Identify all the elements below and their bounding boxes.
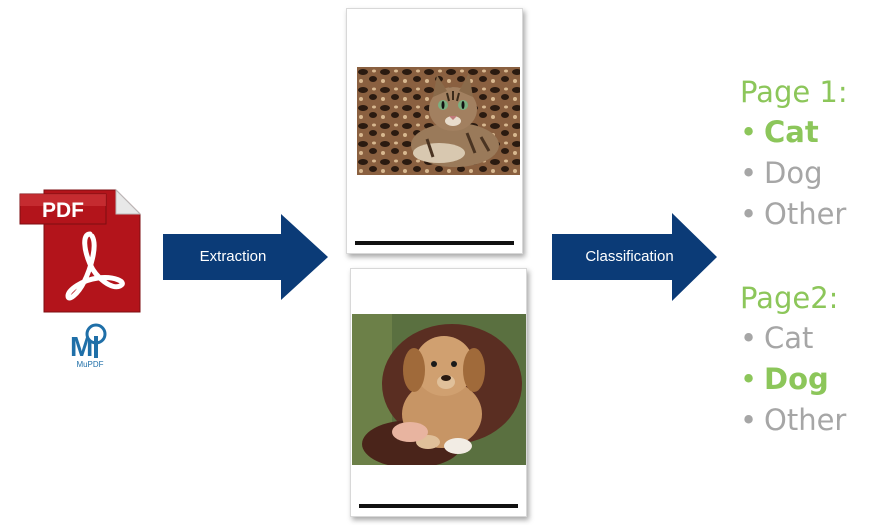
bullet-icon: • (740, 321, 758, 355)
page-1-footer-line (355, 241, 514, 245)
page-2-title: Page2: (740, 281, 839, 315)
classification-arrow (552, 213, 717, 301)
page-1-option-dog: •Dog (740, 153, 848, 194)
page-1-option-other: •Other (740, 194, 848, 235)
bullet-icon: • (740, 156, 758, 190)
cat-photo (357, 67, 520, 175)
option-label: Cat (764, 115, 819, 149)
option-label: Other (764, 403, 847, 437)
bullet-icon: • (740, 362, 758, 396)
acrobat-swirl-icon (65, 231, 125, 301)
bullet-icon: • (740, 197, 758, 231)
mupdf-logo-icon: M (70, 323, 107, 362)
page-2-option-dog: •Dog (740, 359, 846, 400)
option-label: Other (764, 197, 847, 231)
extracted-page-2 (350, 268, 527, 517)
bullet-icon: • (740, 403, 758, 437)
option-label: Cat (764, 321, 814, 355)
bullet-icon: • (740, 115, 758, 149)
pdf-label: PDF (42, 199, 84, 222)
extraction-arrow (163, 214, 328, 300)
option-label: Dog (764, 156, 823, 190)
page-2-option-other: •Other (740, 400, 846, 441)
page-2-option-cat: •Cat (740, 318, 846, 359)
dog-photo (352, 314, 526, 465)
extracted-page-1 (346, 8, 523, 254)
mupdf-label: MuPDF (76, 360, 104, 369)
classification-label: Classification (585, 248, 674, 265)
pdf-file-icon: PDF (19, 188, 142, 313)
page-2-classification: Page2: •Cat •Dog •Other (740, 278, 846, 441)
extraction-label: Extraction (199, 248, 267, 265)
page-1-classification: Page 1: •Cat •Dog •Other (740, 72, 848, 235)
page-2-footer-line (359, 504, 518, 508)
page-1-title: Page 1: (740, 75, 848, 109)
page-1-option-cat: •Cat (740, 112, 848, 153)
option-label: Dog (764, 362, 829, 396)
